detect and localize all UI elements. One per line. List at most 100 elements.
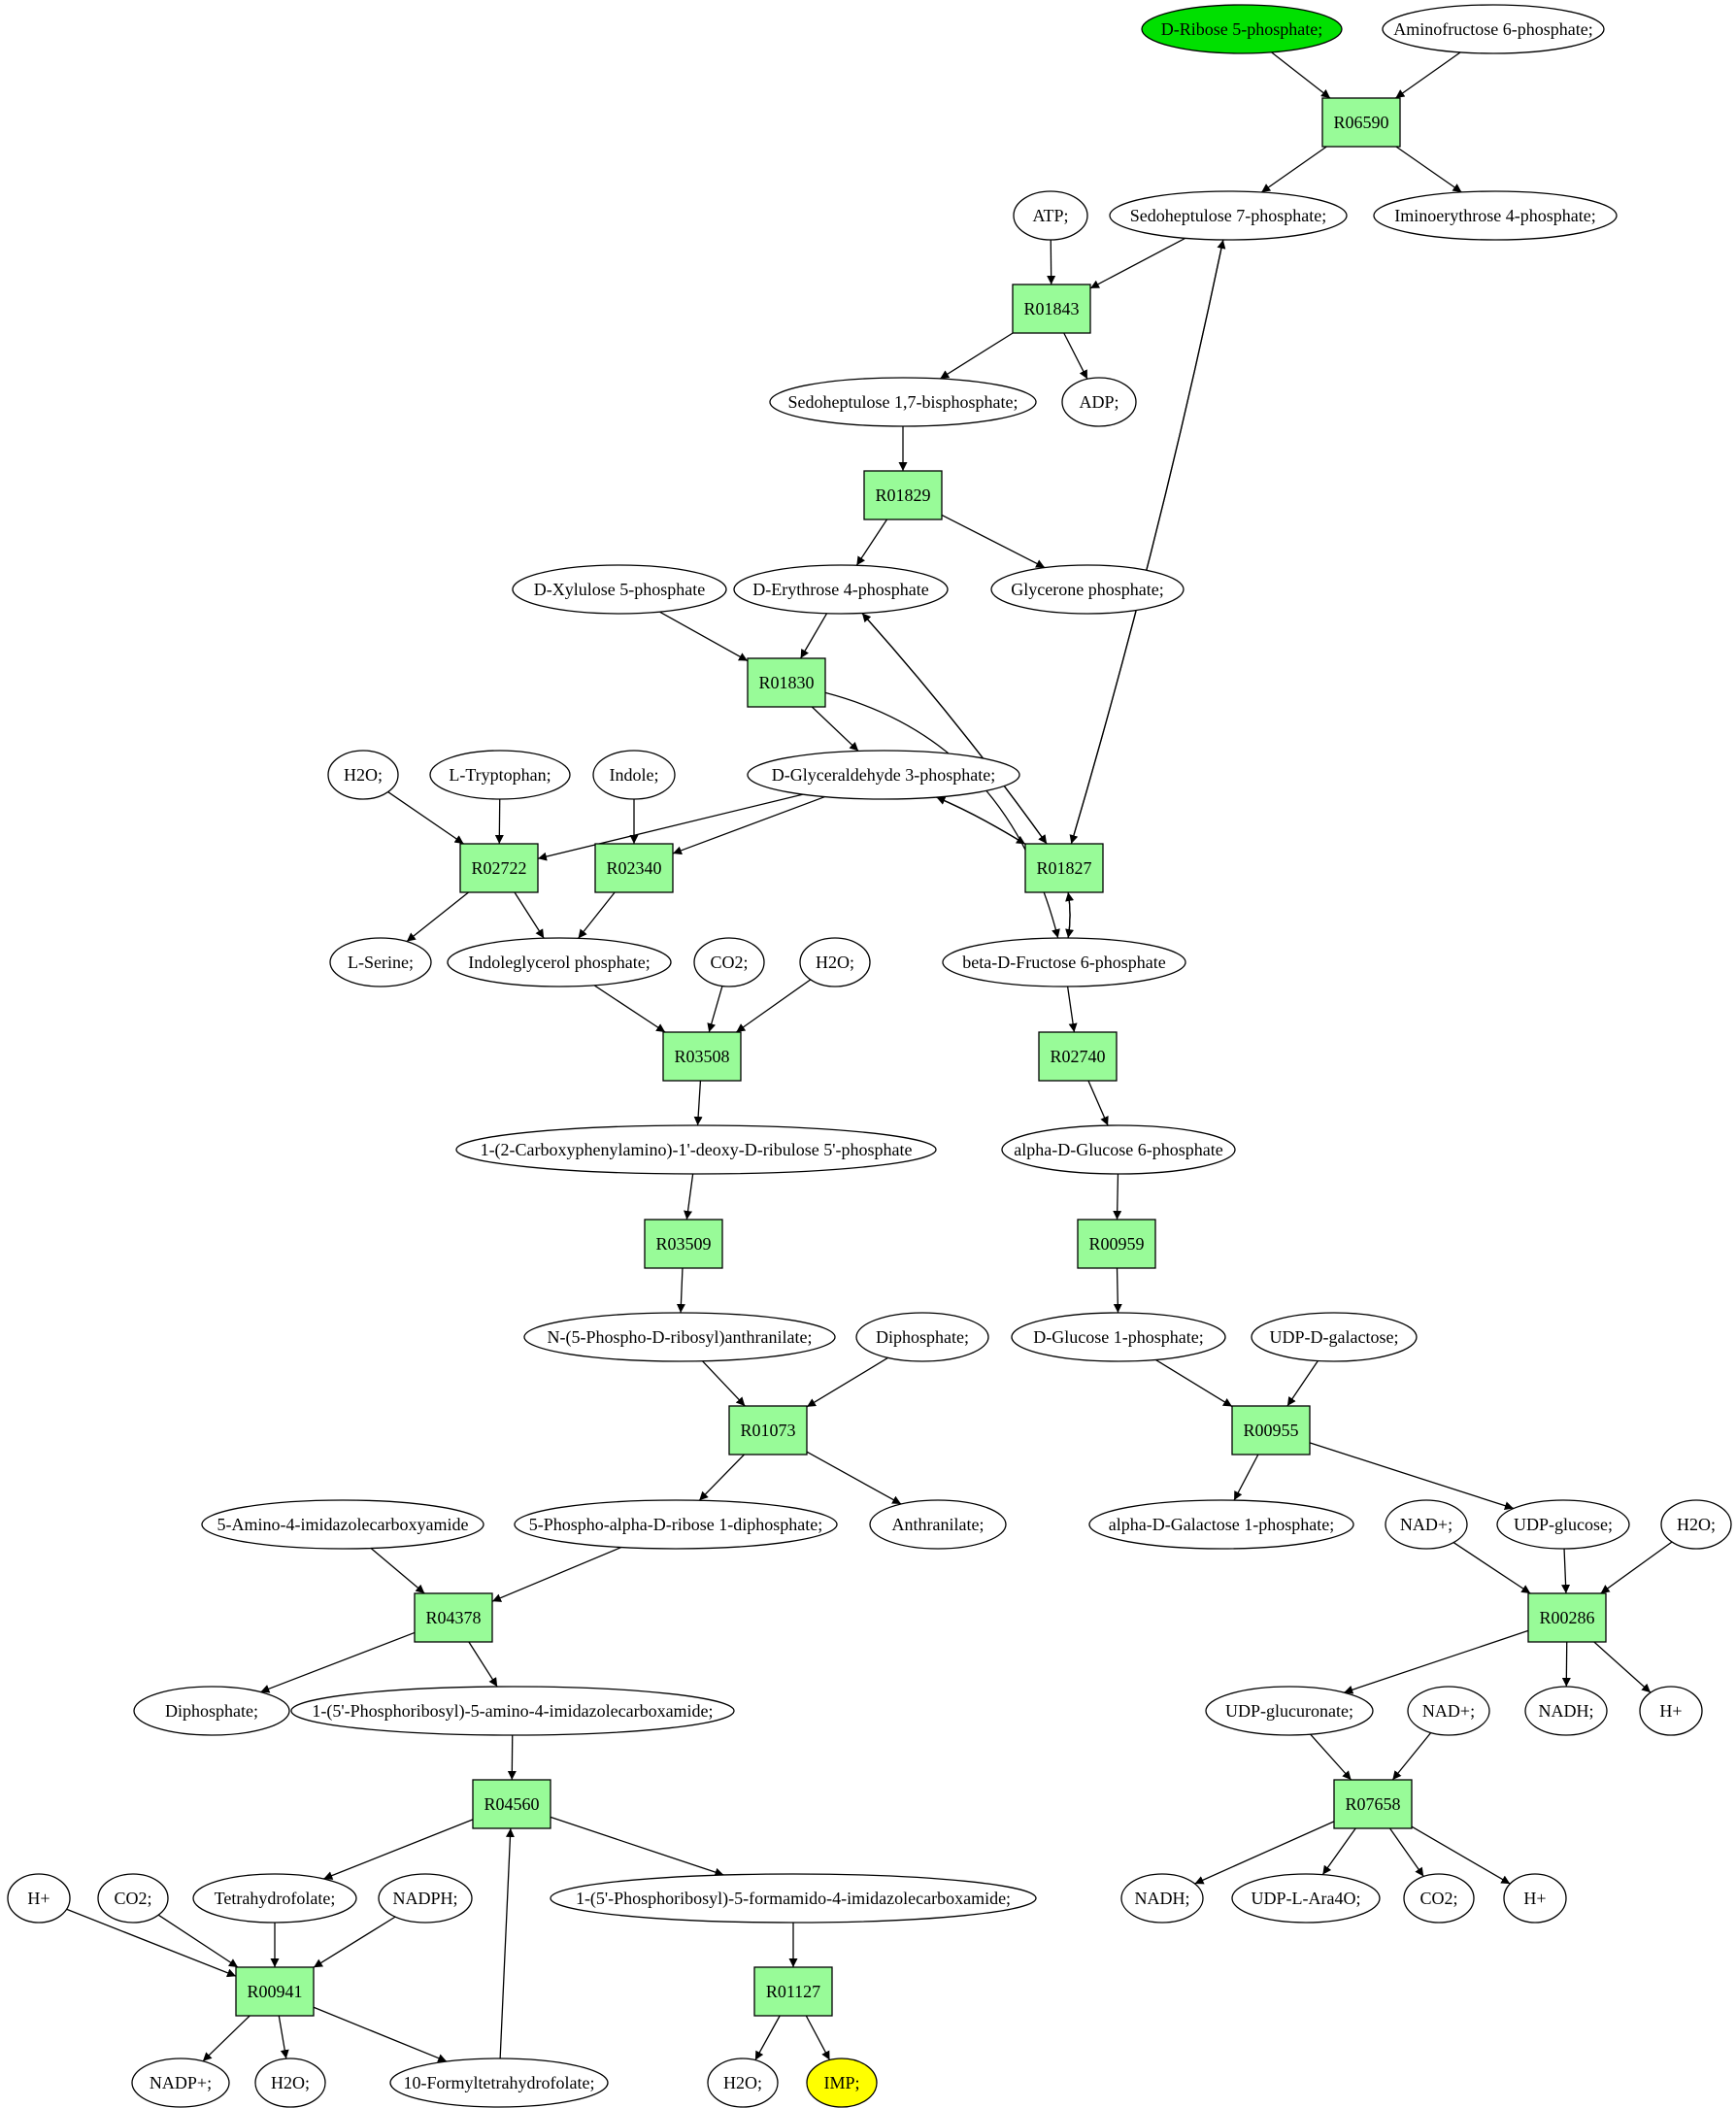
compound-node-c_sedo7p[interactable]: Sedoheptulose 7-phosphate; bbox=[1109, 190, 1348, 241]
compound-node-c_nadp_plus_1[interactable]: NAD+; bbox=[1385, 1499, 1468, 1550]
compound-node-c_h2o_2[interactable]: H2O; bbox=[799, 937, 871, 987]
compound-node-c_bfructose6p[interactable]: beta-D-Fructose 6-phosphate bbox=[942, 937, 1186, 987]
compound-node-c_nadph[interactable]: NADPH; bbox=[378, 1873, 473, 1924]
edge-c_sedo7p-to-r_R01843 bbox=[1089, 237, 1186, 289]
reaction-node-r_R07658[interactable]: R07658 bbox=[1333, 1779, 1413, 1829]
node-label: CO2; bbox=[710, 953, 748, 972]
compound-node-c_glycerone_p[interactable]: Glycerone phosphate; bbox=[990, 564, 1185, 615]
compound-node-c_anthranilate[interactable]: Anthranilate; bbox=[869, 1499, 1007, 1550]
compound-node-c_aica[interactable]: 5-Amino-4-imidazolecarboxyamide bbox=[201, 1499, 484, 1550]
compound-node-c_agal1p[interactable]: alpha-D-Galactose 1-phosphate; bbox=[1088, 1499, 1354, 1550]
compound-node-c_indole[interactable]: Indole; bbox=[592, 750, 676, 800]
compound-ellipse bbox=[550, 1873, 1037, 1924]
compound-node-c_adp[interactable]: ADP; bbox=[1061, 377, 1137, 427]
compound-node-c_ltryptophan[interactable]: L-Tryptophan; bbox=[429, 750, 571, 800]
reaction-node-r_R01127[interactable]: R01127 bbox=[753, 1966, 833, 2017]
compound-node-c_nadh_2[interactable]: NADH; bbox=[1120, 1873, 1204, 1924]
compound-node-c_prpp[interactable]: 5-Phospho-alpha-D-ribose 1-diphosphate; bbox=[514, 1499, 838, 1550]
node-label: NAD+; bbox=[1422, 1701, 1475, 1721]
edge-c_g3p-to-r_R01827 bbox=[936, 796, 1026, 845]
compound-node-c_udpara4o[interactable]: UDP-L-Ara4O; bbox=[1231, 1873, 1381, 1924]
reaction-node-r_R01843[interactable]: R01843 bbox=[1012, 284, 1091, 334]
compound-node-c_aminofructose6p[interactable]: Aminofructose 6-phosphate; bbox=[1382, 4, 1605, 54]
reaction-box bbox=[235, 1966, 315, 2017]
compound-node-c_h2o_3[interactable]: H2O; bbox=[1660, 1499, 1732, 1550]
compound-node-c_co2_3[interactable]: CO2; bbox=[1403, 1873, 1475, 1924]
reaction-node-r_R04560[interactable]: R04560 bbox=[472, 1779, 551, 1829]
reaction-node-r_R02722[interactable]: R02722 bbox=[459, 843, 539, 893]
compound-node-c_cpad5p[interactable]: 1-(2-Carboxyphenylamino)-1'-deoxy-D-ribu… bbox=[455, 1124, 937, 1175]
reaction-node-r_R03509[interactable]: R03509 bbox=[644, 1219, 723, 1269]
compound-node-c_co2_1[interactable]: CO2; bbox=[693, 937, 765, 987]
reaction-box bbox=[414, 1592, 493, 1643]
compound-node-c_h2o_4[interactable]: H2O; bbox=[254, 2058, 326, 2108]
node-label: R01073 bbox=[740, 1421, 795, 1440]
reaction-node-r_R00286[interactable]: R00286 bbox=[1527, 1592, 1607, 1643]
node-label: R04378 bbox=[425, 1608, 481, 1627]
reaction-node-r_R01073[interactable]: R01073 bbox=[728, 1405, 808, 1456]
compound-node-c_udpgal[interactable]: UDP-D-galactose; bbox=[1251, 1312, 1418, 1362]
compound-node-c_ribose5p[interactable]: D-Ribose 5-phosphate; bbox=[1141, 4, 1343, 54]
compound-node-c_aglucose6p[interactable]: alpha-D-Glucose 6-phosphate bbox=[1001, 1124, 1236, 1175]
compound-node-c_aicar[interactable]: 1-(5'-Phosphoribosyl)-5-amino-4-imidazol… bbox=[290, 1686, 735, 1736]
compound-node-c_udpglucuronate[interactable]: UDP-glucuronate; bbox=[1205, 1686, 1374, 1736]
compound-node-c_diphosphate_1[interactable]: Diphosphate; bbox=[855, 1312, 989, 1362]
compound-node-c_erythrose4p[interactable]: D-Erythrose 4-phosphate bbox=[733, 564, 949, 615]
reaction-node-r_R01829[interactable]: R01829 bbox=[863, 470, 943, 520]
compound-node-c_thf[interactable]: Tetrahydrofolate; bbox=[192, 1873, 357, 1924]
compound-ellipse bbox=[1496, 1499, 1630, 1550]
reaction-node-r_R01827[interactable]: R01827 bbox=[1024, 843, 1104, 893]
compound-node-c_h2o_5[interactable]: H2O; bbox=[707, 2058, 779, 2108]
compound-node-c_10fthf[interactable]: 10-Formyltetrahydrofolate; bbox=[389, 2058, 609, 2108]
compound-node-c_nadh_1[interactable]: NADH; bbox=[1524, 1686, 1608, 1736]
reaction-box bbox=[728, 1405, 808, 1456]
compound-ellipse bbox=[733, 564, 949, 615]
reaction-node-r_R06590[interactable]: R06590 bbox=[1321, 97, 1401, 148]
compound-node-c_indoleglycerol_p[interactable]: Indoleglycerol phosphate; bbox=[447, 937, 672, 987]
reaction-node-r_R02340[interactable]: R02340 bbox=[594, 843, 674, 893]
reaction-box bbox=[472, 1779, 551, 1829]
compound-ellipse bbox=[799, 937, 871, 987]
reaction-node-r_R01830[interactable]: R01830 bbox=[747, 657, 826, 708]
edge-r_R07658-to-c_udpara4o bbox=[1321, 1827, 1356, 1876]
compound-node-c_h2o_1[interactable]: H2O; bbox=[327, 750, 399, 800]
compound-ellipse bbox=[512, 564, 727, 615]
compound-ellipse bbox=[1382, 4, 1605, 54]
node-label: ATP; bbox=[1032, 206, 1068, 225]
compound-node-c_atp[interactable]: ATP; bbox=[1013, 190, 1088, 241]
node-label: H2O; bbox=[723, 2073, 762, 2092]
compound-node-c_lserine[interactable]: L-Serine; bbox=[329, 937, 432, 987]
node-label: UDP-glucose; bbox=[1514, 1515, 1613, 1534]
compound-ellipse bbox=[707, 2058, 779, 2108]
reaction-node-r_R03508[interactable]: R03508 bbox=[662, 1031, 742, 1082]
reaction-node-r_R00941[interactable]: R00941 bbox=[235, 1966, 315, 2017]
edge-c_aminofructose6p-to-r_R06590 bbox=[1395, 51, 1461, 99]
compound-node-c_nad_plus_2[interactable]: NAD+; bbox=[1407, 1686, 1490, 1736]
compound-node-c_co2_2[interactable]: CO2; bbox=[97, 1873, 169, 1924]
compound-node-c_imp[interactable]: IMP; bbox=[806, 2058, 878, 2108]
compound-node-c_hplus_3[interactable]: H+ bbox=[1503, 1873, 1567, 1924]
compound-node-c_hplus_2[interactable]: H+ bbox=[7, 1873, 71, 1924]
compound-node-c_faicar[interactable]: 1-(5'-Phosphoribosyl)-5-formamido-4-imid… bbox=[550, 1873, 1037, 1924]
compound-node-c_udpglucose[interactable]: UDP-glucose; bbox=[1496, 1499, 1630, 1550]
node-label: 1-(5'-Phosphoribosyl)-5-formamido-4-imid… bbox=[576, 1889, 1011, 1909]
compound-node-c_xylulose5p[interactable]: D-Xylulose 5-phosphate bbox=[512, 564, 727, 615]
reaction-box bbox=[1333, 1779, 1413, 1829]
compound-node-c_sedo17bp[interactable]: Sedoheptulose 1,7-bisphosphate; bbox=[769, 377, 1037, 427]
compound-node-c_hplus_1[interactable]: H+ bbox=[1639, 1686, 1703, 1736]
reaction-node-r_R00959[interactable]: R00959 bbox=[1077, 1219, 1156, 1269]
compound-node-c_diphosphate_2[interactable]: Diphosphate; bbox=[133, 1686, 290, 1736]
compound-node-c_glucose1p[interactable]: D-Glucose 1-phosphate; bbox=[1011, 1312, 1226, 1362]
compound-node-c_g3p[interactable]: D-Glyceraldehyde 3-phosphate; bbox=[747, 750, 1020, 800]
edge-r_R01843-to-c_sedo17bp bbox=[939, 332, 1014, 380]
reaction-node-r_R02740[interactable]: R02740 bbox=[1038, 1031, 1118, 1082]
reaction-node-r_R00955[interactable]: R00955 bbox=[1231, 1405, 1311, 1456]
edge-r_R00941-to-c_nadp_plus bbox=[202, 2015, 250, 2062]
compound-node-c_nadp_plus[interactable]: NADP+; bbox=[131, 2058, 230, 2108]
edge-r_R06590-to-c_iminoerythrose4p bbox=[1395, 146, 1462, 193]
reaction-node-r_R04378[interactable]: R04378 bbox=[414, 1592, 493, 1643]
compound-node-c_iminoerythrose4p[interactable]: Iminoerythrose 4-phosphate; bbox=[1373, 190, 1618, 241]
node-label: beta-D-Fructose 6-phosphate bbox=[962, 953, 1165, 972]
compound-node-c_n5prib_anth[interactable]: N-(5-Phospho-D-ribosyl)anthranilate; bbox=[523, 1312, 836, 1362]
